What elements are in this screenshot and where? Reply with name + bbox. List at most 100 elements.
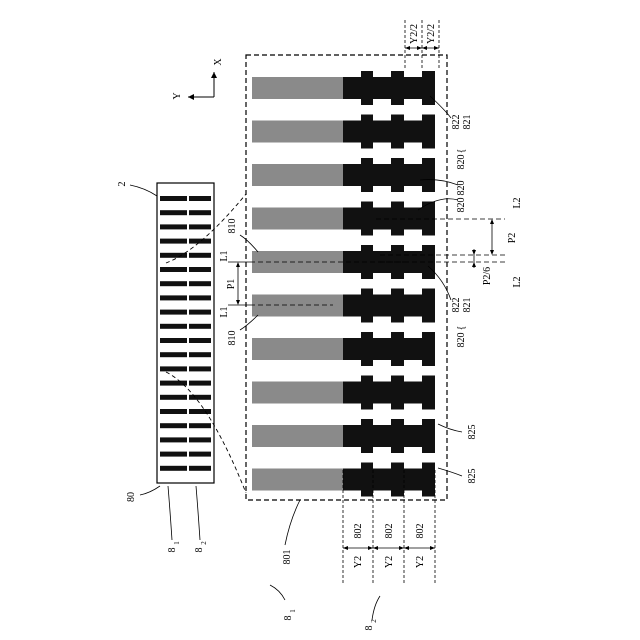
brace-bottom: { bbox=[456, 326, 467, 331]
first-electrode bbox=[252, 425, 343, 447]
leader-810-lower bbox=[240, 315, 258, 330]
dim-Y2-2-arrow-b bbox=[417, 46, 422, 50]
brace-top: { bbox=[456, 149, 467, 154]
first-electrode bbox=[252, 164, 343, 186]
label-825-lower: 825 bbox=[467, 469, 478, 484]
ref-8-2-main-sub: 2 bbox=[370, 619, 378, 623]
label-820-top: 820 bbox=[456, 155, 467, 170]
overview-first-electrode bbox=[160, 295, 187, 300]
second-electrode bbox=[343, 71, 435, 105]
ref-8-2: 8 bbox=[194, 548, 205, 553]
first-electrode bbox=[252, 121, 343, 143]
ref-8-1: 8 bbox=[167, 548, 178, 553]
ref-810-upper: 810 bbox=[227, 219, 238, 234]
label-Y2-c: Y2 bbox=[415, 556, 426, 568]
leader-825-lower bbox=[438, 468, 462, 476]
axis-x-label: X bbox=[213, 58, 224, 66]
second-electrode bbox=[343, 115, 435, 149]
label-Y2-a: Y2 bbox=[353, 556, 364, 568]
second-electrode bbox=[343, 332, 435, 366]
projection-line-bottom bbox=[166, 372, 246, 493]
leader-801 bbox=[285, 500, 300, 545]
first-electrode bbox=[252, 251, 343, 273]
dim-Y2-arrow-2b bbox=[399, 546, 404, 550]
electrode-row bbox=[252, 289, 435, 323]
label-820-mid-b: 820 bbox=[456, 198, 467, 213]
ref-801: 801 bbox=[282, 550, 293, 565]
dim-P1-arrow-a bbox=[236, 262, 240, 267]
first-electrode bbox=[252, 382, 343, 404]
label-Y2-2-a: Y2/2 bbox=[409, 24, 420, 44]
dim-Y2-2-arrow-a bbox=[405, 46, 410, 50]
label-P2: P2 bbox=[507, 233, 518, 244]
label-Y2-b: Y2 bbox=[384, 556, 395, 568]
leader-82-main bbox=[372, 596, 380, 620]
leader-810-upper bbox=[240, 235, 258, 252]
first-electrode bbox=[252, 295, 343, 317]
dim-Y2-arrow-1b bbox=[368, 546, 373, 550]
electrode-row bbox=[252, 202, 435, 236]
label-821-bottom: 821 bbox=[462, 298, 473, 313]
ref-8-2-sub: 2 bbox=[200, 541, 208, 545]
overview-electrodes bbox=[160, 196, 211, 471]
overview-first-electrode bbox=[160, 267, 187, 272]
first-electrode bbox=[252, 77, 343, 99]
overview-first-electrode bbox=[160, 324, 187, 329]
label-802-b: 802 bbox=[384, 524, 395, 539]
second-electrode bbox=[343, 158, 435, 192]
leader-81-main bbox=[270, 585, 285, 600]
label-825-upper: 825 bbox=[467, 425, 478, 440]
dim-P2-6-arrow-b bbox=[472, 262, 476, 267]
label-Y2-2-b: Y2/2 bbox=[426, 24, 437, 44]
second-electrode bbox=[343, 376, 435, 410]
axis-x-arrow-icon bbox=[188, 94, 194, 100]
dim-P2-arrow-a bbox=[490, 219, 494, 224]
ref-8-1-main: 8 bbox=[283, 616, 294, 621]
dim-P1-arrow-b bbox=[236, 300, 240, 305]
ref-810-lower: 810 bbox=[227, 331, 238, 346]
electrode-row bbox=[252, 332, 435, 366]
dim-Y2-arrow-2a bbox=[373, 546, 378, 550]
leader-80 bbox=[140, 486, 160, 495]
label-820-bottom: 820 bbox=[456, 333, 467, 348]
dim-P2-6-arrow-a bbox=[472, 250, 476, 255]
first-electrode bbox=[252, 338, 343, 360]
leader-82 bbox=[196, 486, 200, 540]
overview-first-electrode bbox=[160, 253, 187, 258]
overview-first-electrode bbox=[160, 210, 187, 215]
detail-electrode-rows bbox=[252, 71, 435, 497]
overview-first-electrode bbox=[160, 196, 187, 201]
electrode-row bbox=[252, 419, 435, 453]
label-820-mid-a: 820 bbox=[456, 181, 467, 196]
first-electrode bbox=[252, 469, 343, 491]
label-802-c: 802 bbox=[415, 524, 426, 539]
electrode-row bbox=[252, 115, 435, 149]
axis-y-arrow-icon bbox=[211, 72, 217, 78]
electrode-row bbox=[252, 158, 435, 192]
electrode-row bbox=[252, 463, 435, 497]
label-L2-upper: L2 bbox=[512, 197, 523, 208]
label-822-bottom: 822 bbox=[451, 298, 462, 313]
ref-8-1-main-sub: 1 bbox=[289, 609, 297, 613]
leader-81 bbox=[168, 486, 172, 540]
dim-P2-arrow-b bbox=[490, 250, 494, 255]
axis-y-label: Y bbox=[172, 92, 183, 99]
dim-Y2-arrow-3a bbox=[404, 546, 409, 550]
axis-indicator bbox=[188, 72, 217, 100]
label-802-a: 802 bbox=[353, 524, 364, 539]
label-P1: P1 bbox=[226, 279, 237, 290]
label-L1-lower: L1 bbox=[219, 306, 230, 317]
ref-8-2-main: 8 bbox=[364, 626, 375, 631]
dim-Y2-2-arrow-c bbox=[422, 46, 427, 50]
first-electrode bbox=[252, 208, 343, 230]
leader-825-upper bbox=[438, 424, 462, 432]
overview-first-electrode bbox=[160, 224, 187, 229]
ref-8-1-sub: 1 bbox=[173, 541, 181, 545]
label-L2-lower: L2 bbox=[512, 276, 523, 287]
electrode-row bbox=[252, 71, 435, 105]
label-P2-6: P2/6 bbox=[482, 267, 493, 285]
label-821-top: 821 bbox=[462, 115, 473, 130]
second-electrode bbox=[343, 289, 435, 323]
leader-2 bbox=[130, 185, 157, 196]
